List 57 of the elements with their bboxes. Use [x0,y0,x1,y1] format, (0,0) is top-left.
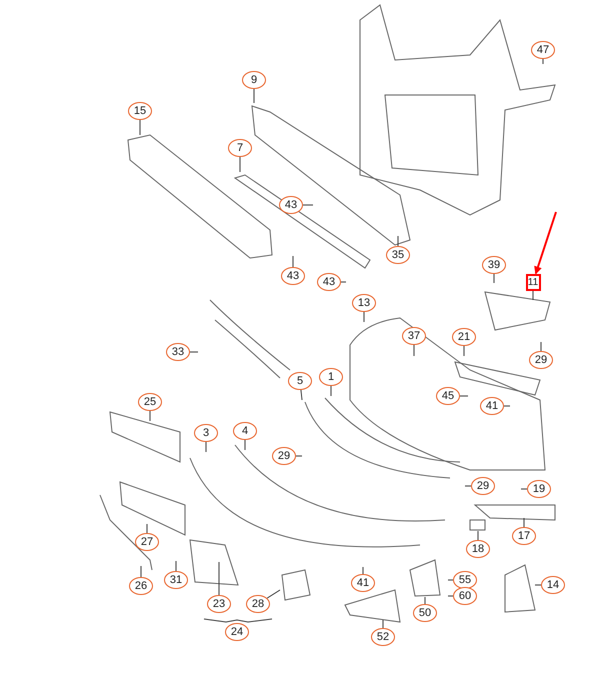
leader-line [520,488,528,490]
callout-number: 47 [531,41,555,59]
callout-number: 55 [453,571,477,589]
leader-line [424,596,426,604]
leader-line [542,58,544,64]
callout-number: 18 [466,540,490,558]
leader-line [540,342,542,352]
callout-number: 3 [194,424,218,442]
callout-number: 28 [246,595,270,613]
leader-line [302,204,314,206]
callout-number: 1 [319,368,343,386]
callout-number: 5 [288,372,312,390]
leader-line [292,256,294,268]
callout-number: 15 [128,102,152,120]
leader-line [330,386,332,396]
callout-number: 7 [228,139,252,157]
callout-number: 50 [413,604,437,622]
callout-number: 39 [482,256,506,274]
callout-number: 13 [352,294,376,312]
leader-line [534,584,542,586]
callout-number: 31 [164,571,188,589]
callout-number: 52 [371,628,395,646]
leader-line [266,590,280,599]
callout-number: 21 [452,328,476,346]
callout-number: 29 [471,477,495,495]
callout-number: 37 [402,327,426,345]
leader-line [146,524,148,534]
callout-number: 4 [233,422,257,440]
callout-number: 60 [453,587,477,605]
pointer-arrow [534,212,557,274]
leader-line [140,566,142,578]
callout-number: 25 [138,393,162,411]
callout-number: 43 [317,273,341,291]
callout-number: 35 [386,246,410,264]
callout-number: 19 [527,480,551,498]
callout-number: 29 [272,447,296,465]
callout-number: 27 [135,533,159,551]
callout-number: 14 [541,576,565,594]
leader-line [362,566,364,574]
callout-number: 43 [279,196,303,214]
leader-line [300,390,302,400]
callout-number: 33 [166,343,190,361]
callout-number: 45 [436,387,460,405]
callout-number: 29 [529,351,553,369]
callout-number: 43 [281,267,305,285]
callout-number: 41 [351,574,375,592]
callout-number: 11 [526,274,540,290]
callout-number: 41 [480,397,504,415]
leader-line [532,290,534,300]
callout-number: 23 [207,595,231,613]
leader-line [382,620,384,628]
leader-line [218,562,220,596]
callout-number: 26 [129,577,153,595]
callout-number: 24 [225,623,249,641]
callout-number: 9 [242,71,266,89]
callout-number: 17 [512,527,536,545]
leader-line [244,440,246,450]
